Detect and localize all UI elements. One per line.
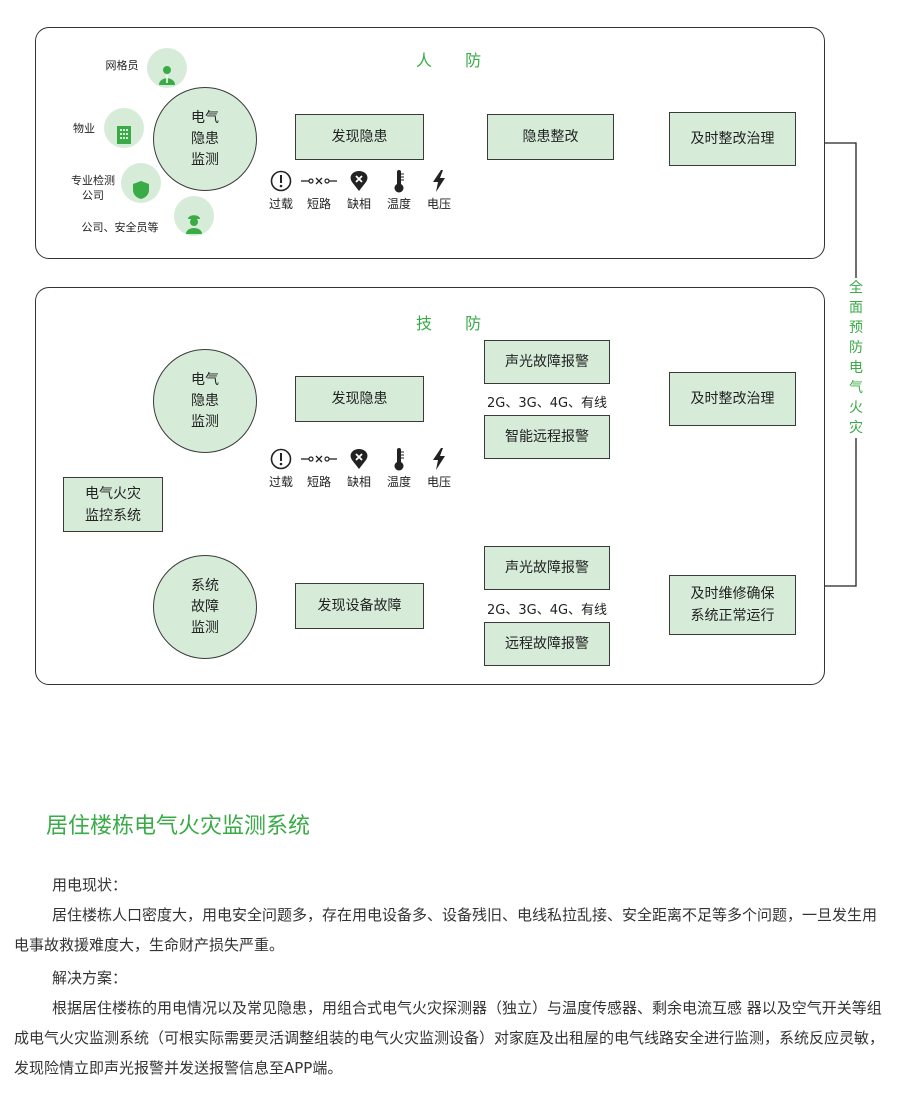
timely-repair-box: 及时维修确保 系统正常运行 (669, 575, 796, 635)
side-label: 全 面 预 防 电 气 火 灾 (847, 278, 865, 438)
human-monitor-circle: 电气 隐患 监测 (153, 87, 257, 191)
short-circuit-icon (301, 453, 337, 468)
hazard-label: 温度 (386, 197, 411, 211)
shield-icon (132, 159, 150, 207)
hazard-temperature: 温度 (382, 169, 416, 212)
hazard-label: 过载 (268, 197, 293, 211)
hazard-label: 过载 (268, 475, 293, 489)
short-circuit-icon (301, 175, 337, 190)
smart-remote-alarm-box: 智能远程报警 (484, 415, 610, 459)
hazard-phase-loss: 缺相 (342, 448, 376, 490)
hazard-short-circuit: 短路 (301, 449, 337, 490)
phase-loss-icon (349, 170, 369, 195)
role-circle-property (104, 108, 144, 148)
exclamation-icon (270, 448, 292, 473)
network-label: 2G、3G、4G、有线 (487, 603, 608, 618)
doc-title: 居住楼栋电气火灾监测系统 (46, 814, 311, 839)
status-heading: 用电现状： (52, 876, 128, 894)
hazard-voltage: 电压 (422, 447, 456, 490)
hazard-voltage: 电压 (422, 169, 456, 212)
thermometer-icon (393, 169, 405, 196)
human-step-timely-governance: 及时整改治理 (669, 112, 796, 166)
status-body: 居住楼栋人口密度大，用电安全问题多，存在用电设备多、设备残旧、电线私拉乱接、安全… (14, 906, 878, 954)
building-icon (115, 104, 133, 152)
hazard-label: 短路 (306, 475, 331, 489)
role-circle-safety-staff (174, 196, 214, 236)
person-icon (156, 43, 178, 93)
hazard-label: 缺相 (346, 197, 371, 211)
system-fault-monitor-circle: 系统 故障 监测 (153, 555, 257, 659)
role-circle-grid-staff (147, 48, 187, 88)
hazard-label: 温度 (386, 475, 411, 489)
tech-find-hazard-box: 发现隐患 (295, 376, 424, 422)
hazard-temperature: 温度 (382, 447, 416, 490)
exclamation-icon (270, 170, 292, 195)
lightning-icon (432, 169, 446, 195)
hazard-label: 缺相 (346, 475, 371, 489)
hazard-overload: 过载 (264, 170, 298, 212)
phase-loss-icon (349, 448, 369, 473)
role-circle-inspection-company (121, 163, 161, 203)
fire-monitor-system-box: 电气火灾 监控系统 (63, 477, 163, 532)
role-label: 专业检测 公司 (71, 174, 115, 202)
human-step-rectify: 隐患整改 (487, 114, 614, 160)
tech-timely-governance-box: 及时整改治理 (669, 372, 796, 426)
network-label: 2G、3G、4G、有线 (487, 396, 608, 411)
worker-icon (184, 191, 204, 241)
sound-light-fault-alarm-box: 声光故障报警 (484, 546, 610, 590)
role-label: 物业 (73, 122, 95, 135)
tech-hazard-monitor-circle: 电气 隐患 监测 (153, 349, 257, 453)
tech-defense-title: 技 防 (416, 314, 496, 333)
hazard-label: 电压 (426, 475, 451, 489)
lightning-icon (432, 447, 446, 473)
hazard-overload: 过载 (264, 448, 298, 490)
thermometer-icon (393, 447, 405, 474)
remote-fault-alarm-box: 远程故障报警 (484, 622, 610, 666)
hazard-short-circuit: 短路 (301, 171, 337, 212)
role-label: 公司、安全员等 (81, 221, 159, 234)
human-step-find-hazard: 发现隐患 (295, 114, 424, 160)
hazard-label: 电压 (426, 197, 451, 211)
hazard-label: 短路 (306, 197, 331, 211)
solution-heading: 解决方案： (52, 969, 128, 987)
sound-light-alarm-box: 声光故障报警 (484, 340, 610, 384)
solution-body: 根据居住楼栋的用电情况以及常见隐患，用组合式电气火灾探测器（独立）与温度传感器、… (14, 999, 885, 1077)
find-device-fault-box: 发现设备故障 (295, 583, 424, 629)
role-label: 网格员 (105, 59, 139, 72)
hazard-phase-loss: 缺相 (342, 170, 376, 212)
human-defense-title: 人 防 (416, 51, 496, 70)
